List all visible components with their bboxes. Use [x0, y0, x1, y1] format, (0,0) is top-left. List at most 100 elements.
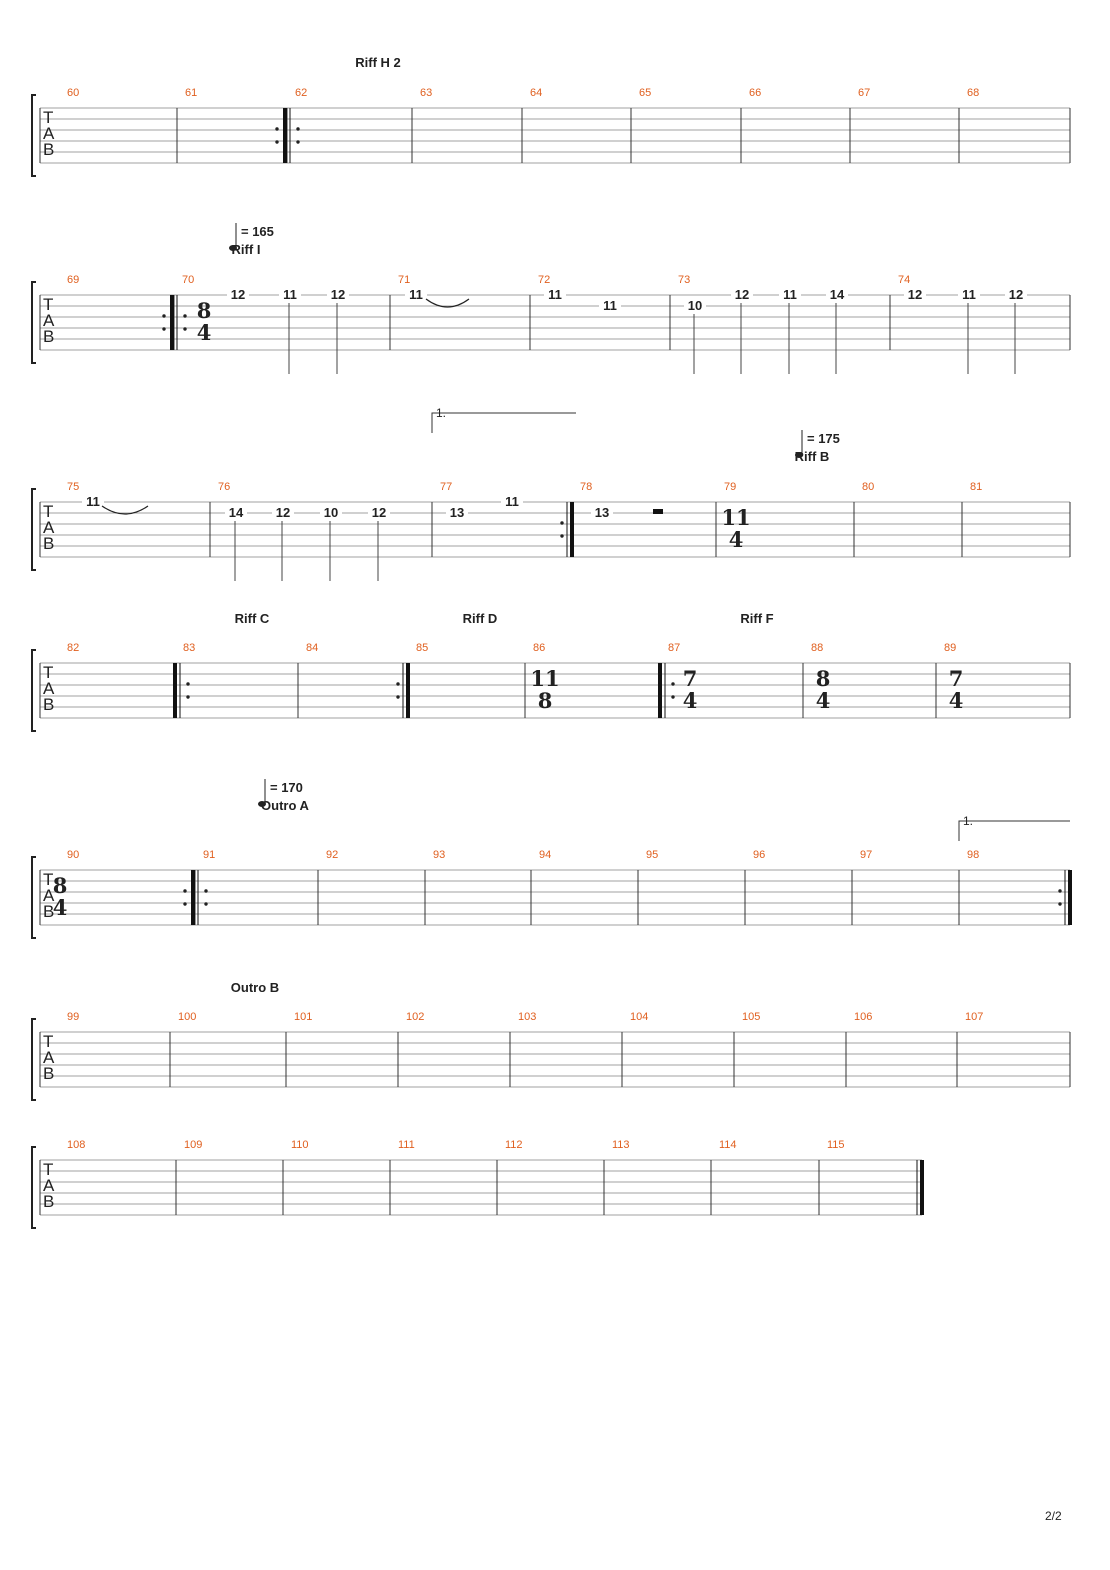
- measure-number: 71: [398, 274, 410, 286]
- time-signature-numerator: 8: [816, 666, 831, 691]
- fret-mask: [826, 288, 848, 301]
- repeat-dot: [183, 889, 187, 893]
- measure-number: 74: [898, 274, 910, 286]
- fret-number: 11: [505, 494, 519, 509]
- measure-number: 110: [291, 1139, 309, 1151]
- tab-clef-letter: A: [43, 886, 55, 905]
- repeat-dot: [560, 534, 564, 538]
- fret-mask: [82, 495, 104, 508]
- tab-clef-letter: B: [43, 902, 54, 921]
- repeat-dot: [671, 695, 675, 699]
- fret-mask: [405, 288, 427, 301]
- measure-number: 63: [420, 87, 432, 99]
- tempo-mark: = 175: [807, 431, 840, 446]
- tab-clef-letter: B: [43, 534, 54, 553]
- tab-clef-letter: B: [43, 695, 54, 714]
- quarter-note-icon: [258, 801, 266, 807]
- measure-number: 112: [505, 1139, 523, 1151]
- measure-number: 70: [182, 274, 194, 286]
- measure-number: 114: [719, 1139, 737, 1151]
- time-signature-numerator: 11: [530, 666, 559, 691]
- repeat-dot: [396, 682, 400, 686]
- measure-number: 104: [630, 1011, 648, 1023]
- tab-clef-letter: B: [43, 1192, 54, 1211]
- time-signature-denominator: 4: [949, 688, 964, 713]
- fret-number: 12: [276, 505, 290, 520]
- system-bracket: [31, 1018, 36, 1101]
- fret-number: 14: [830, 287, 845, 302]
- fret-number: 11: [86, 494, 100, 509]
- thick-barline: [283, 108, 287, 163]
- measure-number: 72: [538, 274, 550, 286]
- measure-number: 60: [67, 87, 79, 99]
- measure-number: 81: [970, 481, 982, 493]
- tab-clef-letter: A: [43, 311, 55, 330]
- tab-clef-letter: A: [43, 679, 55, 698]
- time-signature-numerator: 8: [53, 873, 68, 898]
- measure-number: 67: [858, 87, 870, 99]
- fret-number: 11: [283, 287, 297, 302]
- system-bracket: [31, 1146, 36, 1229]
- measure-number: 87: [668, 642, 680, 654]
- repeat-dot: [1058, 902, 1062, 906]
- repeat-dot: [162, 327, 166, 331]
- tempo-mark: = 165: [241, 224, 274, 239]
- section-marker: Riff I: [232, 242, 261, 257]
- fret-mask: [779, 288, 801, 301]
- thick-barline: [920, 1160, 924, 1215]
- fret-number: 11: [409, 287, 423, 302]
- thick-barline: [1068, 870, 1072, 925]
- tab-clef-letter: B: [43, 140, 54, 159]
- measure-number: 85: [416, 642, 428, 654]
- measure-number: 109: [184, 1139, 202, 1151]
- section-marker: Outro B: [231, 980, 279, 995]
- tab-clef-letter: T: [43, 663, 53, 682]
- measure-number: 75: [67, 481, 79, 493]
- fret-number: 12: [735, 287, 749, 302]
- fret-number: 14: [229, 505, 244, 520]
- volta-label: 1.: [963, 814, 973, 828]
- fret-mask: [958, 288, 980, 301]
- measure-number: 90: [67, 849, 79, 861]
- measure-number: 115: [827, 1139, 845, 1151]
- fret-mask: [279, 288, 301, 301]
- fret-number: 11: [603, 298, 617, 313]
- quarter-note-icon: [795, 452, 803, 458]
- tab-clef-letter: B: [43, 1064, 54, 1083]
- measure-number: 105: [742, 1011, 760, 1023]
- time-signature-denominator: 4: [729, 527, 744, 552]
- measure-number: 83: [183, 642, 195, 654]
- section-marker: Riff H 2: [355, 55, 401, 70]
- system-bracket: [31, 94, 36, 177]
- repeat-dot: [671, 682, 675, 686]
- fret-number: 10: [688, 298, 702, 313]
- measure-number: 96: [753, 849, 765, 861]
- measure-number: 69: [67, 274, 79, 286]
- measure-number: 103: [518, 1011, 536, 1023]
- measure-number: 84: [306, 642, 318, 654]
- fret-mask: [904, 288, 926, 301]
- section-marker: Outro A: [261, 798, 310, 813]
- measure-number: 62: [295, 87, 307, 99]
- measure-number: 78: [580, 481, 592, 493]
- fret-mask: [272, 506, 294, 519]
- volta-label: 1.: [436, 406, 446, 420]
- measure-number: 94: [539, 849, 551, 861]
- measure-number: 98: [967, 849, 979, 861]
- measure-number: 73: [678, 274, 690, 286]
- time-signature-numerator: 8: [197, 298, 212, 323]
- repeat-dot: [296, 127, 300, 131]
- tab-clef-letter: A: [43, 1048, 55, 1067]
- tab-clef-letter: T: [43, 870, 53, 889]
- fret-number: 13: [450, 505, 464, 520]
- tab-clef-letter: A: [43, 1176, 55, 1195]
- system-bracket: [31, 281, 36, 364]
- fret-number: 12: [1009, 287, 1023, 302]
- measure-number: 77: [440, 481, 452, 493]
- measure-number: 100: [178, 1011, 196, 1023]
- volta-bracket: [431, 412, 576, 433]
- time-signature-numerator: 11: [721, 505, 750, 530]
- fret-mask: [446, 506, 468, 519]
- tab-clef-letter: T: [43, 295, 53, 314]
- measure-number: 79: [724, 481, 736, 493]
